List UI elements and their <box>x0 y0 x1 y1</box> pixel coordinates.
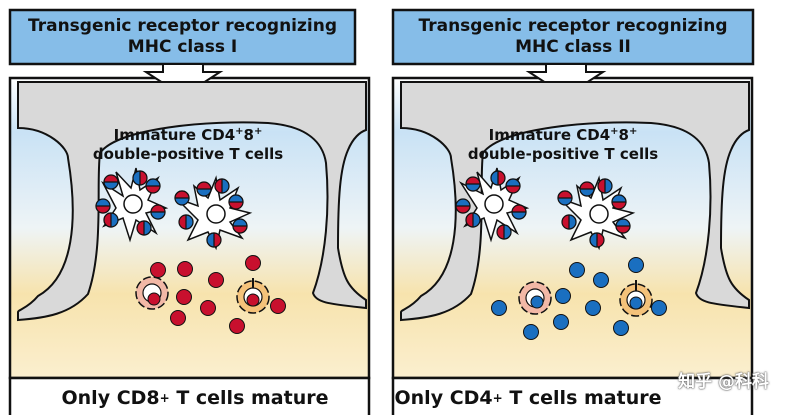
mhc-presenting-cells <box>518 280 653 317</box>
result-post: T cells mature <box>169 386 329 409</box>
result-caption: Only CD8+ T cells mature <box>61 386 329 409</box>
cells-label-mid: 8 <box>618 126 629 144</box>
cells-label-sup-2: + <box>253 126 263 137</box>
panel-illustration <box>8 8 371 415</box>
mature-t-cells <box>150 255 286 334</box>
panel-illustration <box>391 8 755 415</box>
result-post: T cells mature <box>502 386 662 409</box>
cells-label-text: Immature CD4 <box>113 126 236 144</box>
panel-mhc-class-1: Transgenic receptor recognizing MHC clas… <box>8 8 387 415</box>
cells-label-line-2: double-positive T cells <box>467 145 659 163</box>
cells-label-sup-2: + <box>628 126 638 137</box>
header-box <box>391 8 755 66</box>
watermark: 知乎 @科科 <box>678 372 769 392</box>
mature-t-cells <box>491 257 667 340</box>
cells-label-text: Immature CD4 <box>488 126 611 144</box>
title-line-2: MHC class I <box>127 37 238 57</box>
cells-label-sup: + <box>235 126 244 137</box>
title-line-1: Transgenic receptor recognizing <box>418 16 728 36</box>
result-caption: Only CD4+ T cells mature <box>394 386 662 409</box>
cells-label: Immature CD4+8+ double-positive T cells <box>68 126 308 164</box>
cells-label-line-2: double-positive T cells <box>92 145 284 163</box>
thymic-stroma <box>400 81 750 322</box>
result-pre: Only CD4 <box>394 386 493 409</box>
title-line-2: MHC class II <box>515 37 631 57</box>
cells-label: Immature CD4+8+ double-positive T cells <box>443 126 683 164</box>
result-pre: Only CD8 <box>61 386 160 409</box>
title-box: Transgenic receptor recognizing MHC clas… <box>10 10 355 64</box>
title-line-1: Transgenic receptor recognizing <box>28 16 337 36</box>
thymic-stroma <box>17 81 367 322</box>
cells-label-sup: + <box>610 126 619 137</box>
panel-mhc-class-2: Transgenic receptor recognizing MHC clas… <box>391 8 770 415</box>
cells-label-mid: 8 <box>243 126 254 144</box>
cd4-cd8-t-cells <box>455 170 631 248</box>
title-box: Transgenic receptor recognizing MHC clas… <box>393 10 753 64</box>
cd4-cd8-t-cells <box>95 170 248 248</box>
mhc-presenting-cells <box>135 276 270 314</box>
